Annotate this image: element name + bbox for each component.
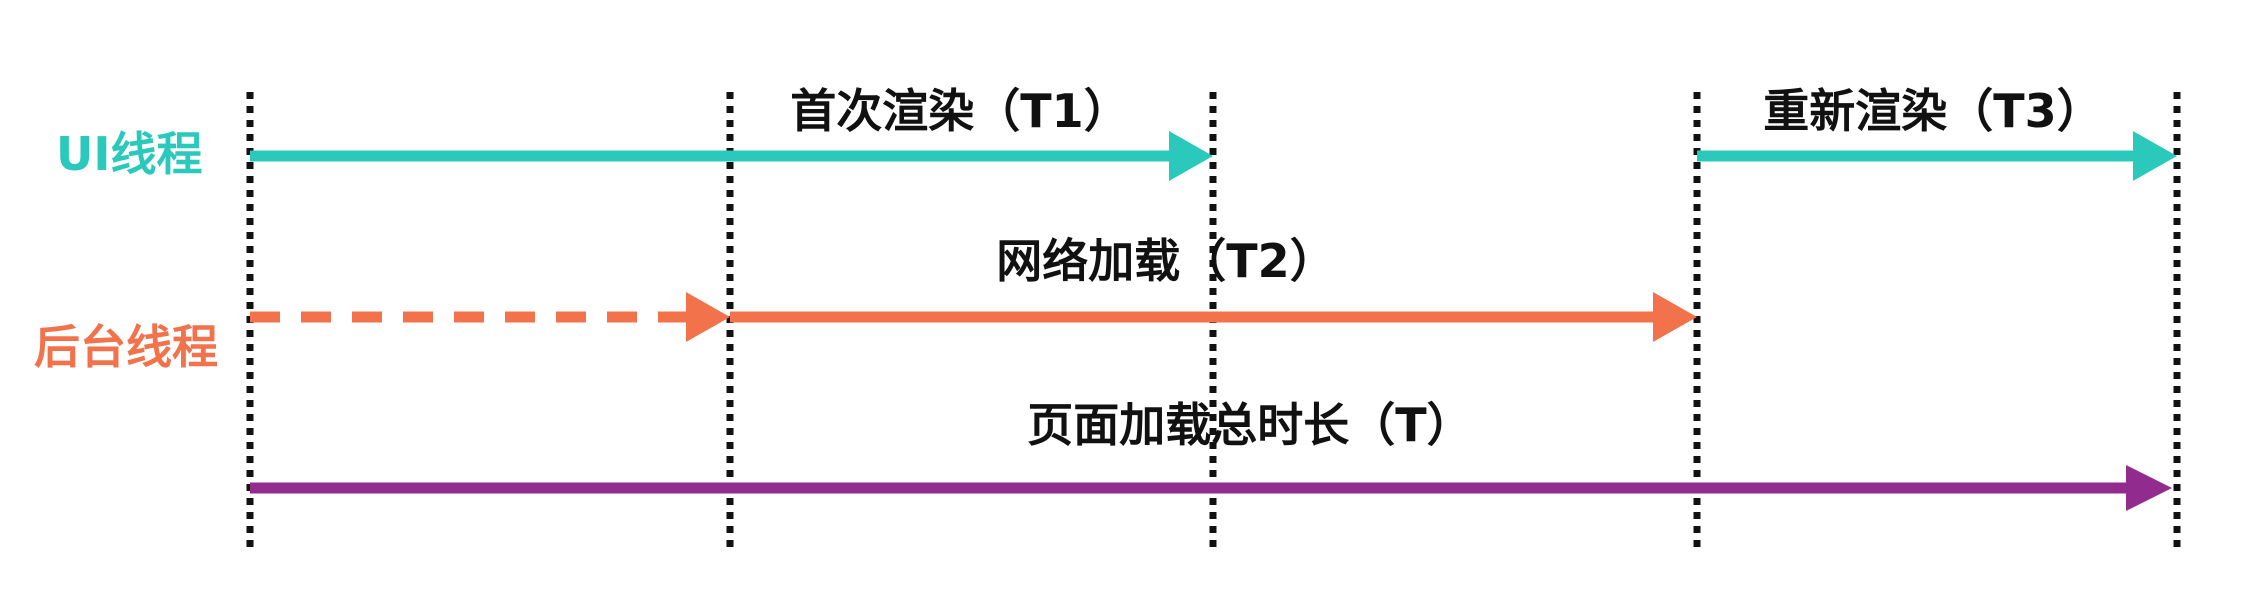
ui-thread-label: UI线程: [56, 127, 203, 181]
first-render-label: 首次渲染（T1）: [790, 84, 1130, 138]
background-wait-arrowhead: [686, 292, 730, 342]
total-load-arrowhead: [2126, 465, 2172, 511]
network-load-label: 网络加载（T2）: [996, 234, 1336, 288]
background-thread-label: 后台线程: [34, 320, 218, 374]
rerender-arrowhead: [2133, 131, 2177, 181]
rerender-label: 重新渲染（T3）: [1763, 84, 2103, 138]
first-render-arrowhead: [1169, 131, 1213, 181]
network-load-arrowhead: [1653, 292, 1697, 342]
total-load-label: 页面加载总时长（T）: [1027, 398, 1473, 452]
